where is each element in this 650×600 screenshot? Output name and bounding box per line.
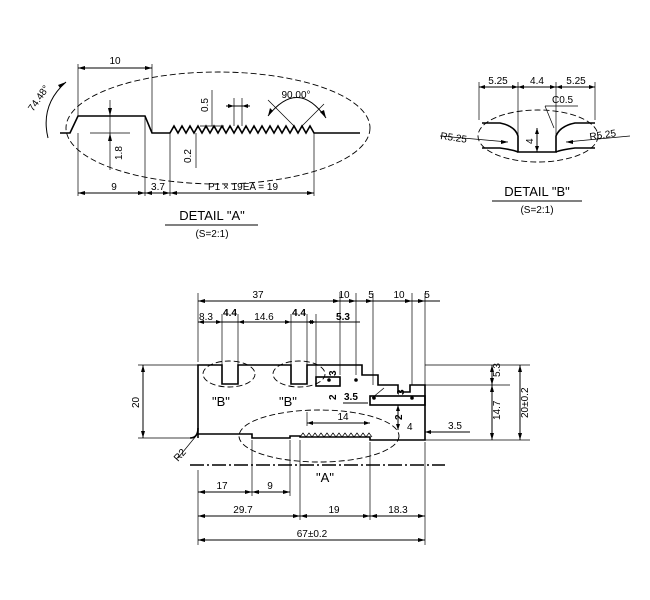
dim-height-20: 20 [131, 396, 142, 408]
dim-total-67: 67±0.2 [297, 529, 328, 540]
detail-a-tooth-height: 0.5 [200, 98, 211, 112]
detail-b-left: 5.25 [488, 76, 508, 87]
pocket-right [369, 395, 426, 406]
dim-3a: 3 [328, 370, 339, 376]
main-outline [197, 364, 426, 441]
dim-2b: 2 [394, 414, 405, 420]
detail-b-right: 5.25 [566, 76, 586, 87]
pocket-left [315, 376, 341, 387]
label-b-right: "B" [279, 394, 297, 409]
detail-b-scale: (S=2:1) [520, 205, 553, 216]
detail-b-radius-right: R5.25 [589, 128, 617, 143]
detail-b-depth: 4 [525, 138, 536, 144]
label-a: "A" [316, 470, 334, 485]
detail-a-title: DETAIL "A" [179, 208, 245, 223]
dim-9: 9 [267, 481, 273, 492]
dim-4: 4 [407, 422, 413, 433]
dim-4-4b: 4.4 [292, 308, 306, 319]
label-b-left: "B" [212, 394, 230, 409]
detail-b-chamfer: C0.5 [552, 95, 574, 106]
detail-b-boundary [477, 109, 599, 163]
dim-4-4a: 4.4 [223, 308, 237, 319]
detail-b-mid: 4.4 [530, 76, 544, 87]
detail-a-tooth-depth: 0.2 [183, 149, 194, 163]
detail-a-profile [60, 115, 360, 135]
detail-a-boundary [65, 71, 371, 185]
dim-5b: 5 [424, 290, 430, 301]
dim-5a: 5 [368, 290, 374, 301]
detail-b: 5.25 4.4 5.25 C0.5 4 R5.25 R5.25 DETAIL … [440, 76, 631, 216]
dim-19: 19 [328, 505, 340, 516]
dim-radius: R2 [172, 447, 189, 464]
dim-right-5-3: 5.3 [492, 363, 503, 377]
dim-37: 37 [252, 290, 264, 301]
detail-b-title: DETAIL "B" [504, 184, 570, 199]
detail-a-teeth-angle: 90.00° [281, 90, 310, 101]
detail-b-marker-left [202, 360, 256, 388]
dim-8-3: 8.3 [199, 312, 213, 323]
dim-right-14-7: 14.7 [492, 400, 503, 420]
detail-a-slot-depth: 1.8 [114, 146, 125, 160]
dim-29-7: 29.7 [233, 505, 253, 516]
dim-right-total: 20±0.2 [520, 387, 531, 418]
dim-3b: 3 [396, 389, 407, 395]
detail-b-marker-right [272, 360, 326, 388]
detail-a-top-width: 10 [109, 56, 121, 67]
tooth-strip [299, 432, 373, 438]
dim-2a: 2 [328, 394, 339, 400]
detail-a-bottom-mid: 3.7 [151, 182, 165, 193]
detail-a-marker [238, 409, 400, 463]
dim-17: 17 [216, 481, 228, 492]
dim-3-5a: 3.5 [344, 392, 358, 403]
detail-a: 10 74.48° 1.8 0.5 0.2 90.00° [26, 56, 371, 240]
detail-b-radius-left: R5.25 [440, 131, 468, 146]
dim-14: 14 [337, 412, 349, 423]
dim-3-5b: 3.5 [448, 421, 462, 432]
dim-10a: 10 [338, 290, 350, 301]
dim-18-3: 18.3 [388, 505, 408, 516]
detail-a-scale: (S=2:1) [195, 229, 228, 240]
detail-a-pitch: P1 × 19EA = 19 [208, 182, 278, 193]
main-view: "B" "B" "A" 37 10 5 10 5 8.3 [131, 290, 531, 545]
dim-10b: 10 [393, 290, 405, 301]
dim-5-3: 5.3 [336, 312, 350, 323]
dim-14-6: 14.6 [254, 312, 274, 323]
detail-a-bottom-left: 9 [111, 182, 117, 193]
